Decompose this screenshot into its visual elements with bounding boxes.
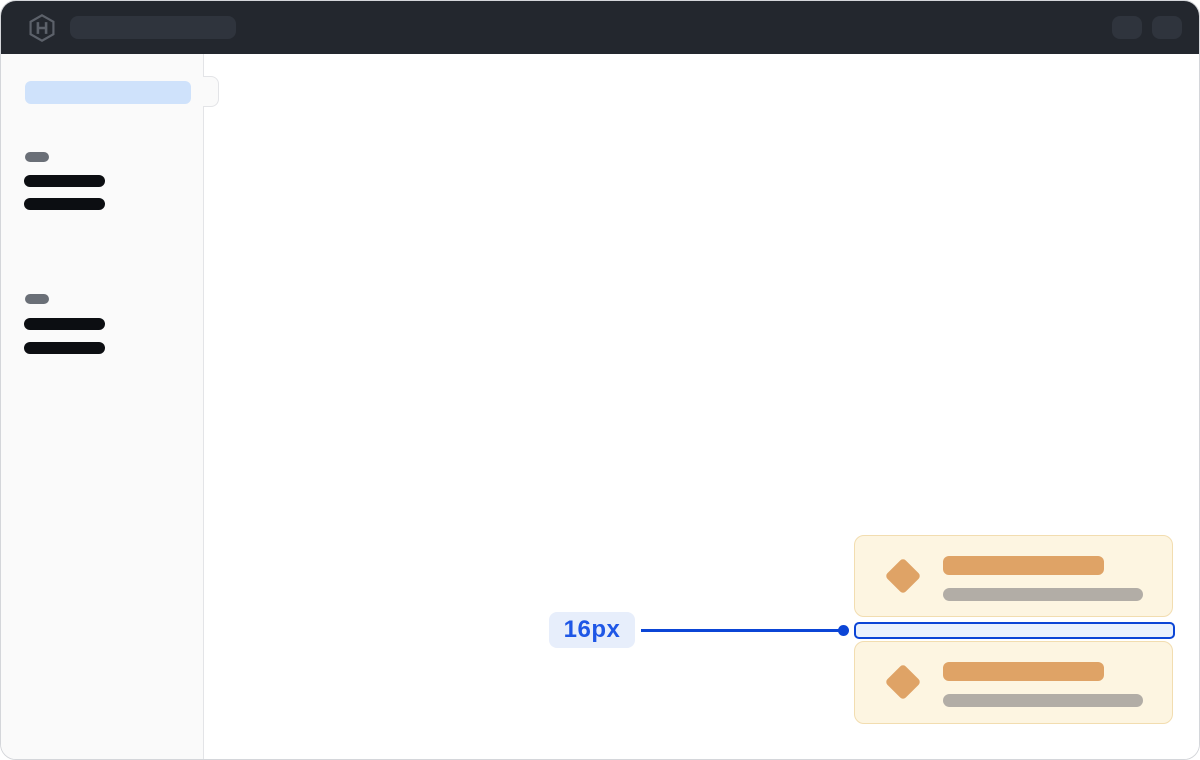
sidebar-nav-item-placeholder[interactable]	[24, 175, 105, 187]
annotation-connector-dot	[838, 625, 849, 636]
sidebar-collapse-handle[interactable]	[203, 76, 219, 107]
sidebar-active-item-placeholder[interactable]	[25, 81, 191, 104]
topbar-action-placeholder-2[interactable]	[1152, 16, 1182, 39]
annotation-connector-line	[641, 629, 839, 632]
topbar-action-placeholder-1[interactable]	[1112, 16, 1142, 39]
hashicorp-logo-icon	[29, 13, 55, 42]
card-subtitle-placeholder	[943, 588, 1143, 601]
card-subtitle-placeholder	[943, 694, 1143, 707]
search-placeholder[interactable]	[70, 16, 236, 39]
diamond-icon	[884, 557, 922, 595]
diamond-icon	[884, 663, 922, 701]
list-card-2[interactable]	[854, 641, 1173, 724]
spacing-highlight-rect	[854, 622, 1175, 639]
sidebar-nav-item-placeholder[interactable]	[24, 342, 105, 354]
sidebar-section-label-placeholder-2	[25, 294, 49, 304]
sidebar	[1, 54, 219, 759]
sidebar-nav-item-placeholder[interactable]	[24, 198, 105, 210]
app-body: 16px	[1, 54, 1199, 759]
list-card-1[interactable]	[854, 535, 1173, 617]
top-nav-bar	[1, 1, 1199, 54]
main-content: 16px	[204, 54, 1199, 759]
sidebar-nav-item-placeholder[interactable]	[24, 318, 105, 330]
spacing-value-label: 16px	[549, 612, 635, 648]
card-title-placeholder	[943, 556, 1104, 575]
sidebar-section-label-placeholder-1	[25, 152, 49, 162]
card-title-placeholder	[943, 662, 1104, 681]
